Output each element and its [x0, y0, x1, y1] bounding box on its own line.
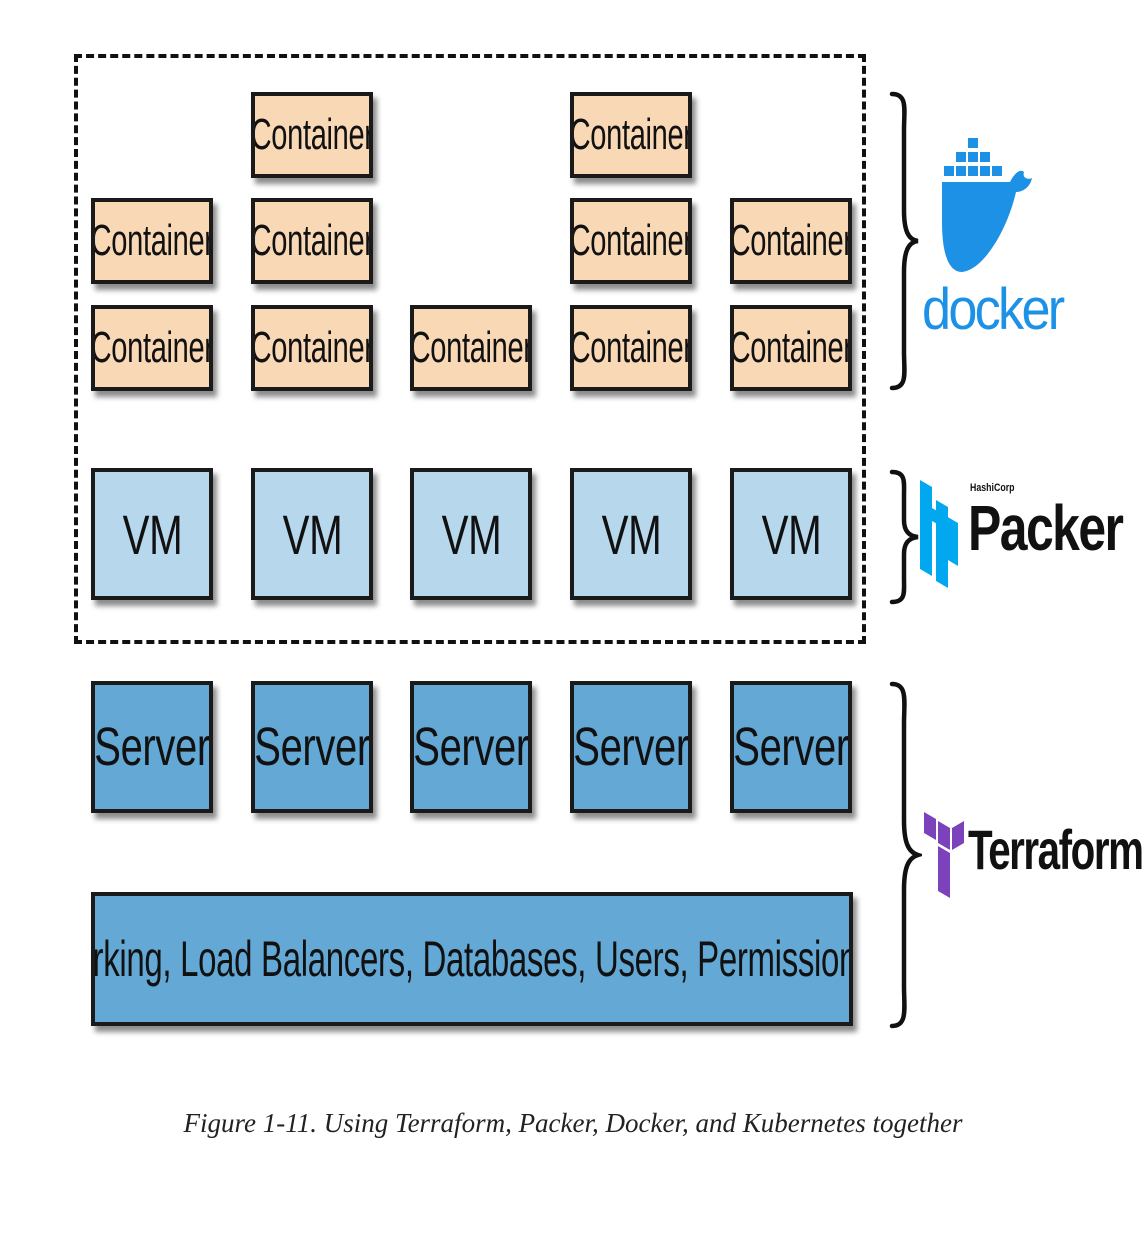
- docker-wordmark: docker: [922, 277, 1065, 342]
- container-label: Container: [570, 110, 692, 159]
- container-label: Container: [251, 216, 373, 265]
- server-box: Server: [251, 681, 373, 813]
- terraform-wordmark: Terraform: [968, 818, 1144, 881]
- container-label: Container: [570, 216, 692, 265]
- container-label: Container: [251, 323, 373, 372]
- vm-label: VM: [601, 502, 661, 566]
- kubernetes-dashed-boundary: [74, 54, 866, 644]
- container-box: Container: [730, 305, 852, 391]
- container-box: Container: [251, 92, 373, 178]
- server-box: Server: [730, 681, 852, 813]
- infrastructure-label: Networking, Load Balancers, Databases, U…: [92, 931, 849, 987]
- vm-box: VM: [91, 468, 213, 600]
- server-label: Server: [733, 717, 849, 777]
- vm-label: VM: [761, 502, 821, 566]
- container-label: Container: [251, 110, 373, 159]
- container-box: Container: [570, 92, 692, 178]
- container-box: Container: [570, 305, 692, 391]
- container-box: Container: [251, 198, 373, 284]
- container-label: Container: [91, 216, 213, 265]
- container-box: Container: [570, 198, 692, 284]
- vm-label: VM: [122, 502, 182, 566]
- container-label: Container: [570, 323, 692, 372]
- container-box: Container: [730, 198, 852, 284]
- server-label: Server: [573, 717, 689, 777]
- server-box: Server: [91, 681, 213, 813]
- vm-box: VM: [730, 468, 852, 600]
- packer-brace: [889, 469, 919, 605]
- packer-wordmark: Packer: [968, 492, 1124, 564]
- container-label: Container: [410, 323, 532, 372]
- container-label: Container: [730, 323, 852, 372]
- vm-label: VM: [441, 502, 501, 566]
- terraform-icon: [924, 812, 964, 898]
- vm-box: VM: [410, 468, 532, 600]
- container-box: Container: [410, 305, 532, 391]
- server-label: Server: [254, 717, 370, 777]
- vm-label: VM: [282, 502, 342, 566]
- packer-icon: [920, 480, 958, 588]
- container-label: Container: [91, 323, 213, 372]
- container-box: Container: [91, 198, 213, 284]
- server-box: Server: [570, 681, 692, 813]
- container-box: Container: [251, 305, 373, 391]
- vm-box: VM: [251, 468, 373, 600]
- packer-vendor-label: HashiCorp: [970, 482, 1015, 494]
- server-box: Server: [410, 681, 532, 813]
- docker-brace: [889, 91, 919, 391]
- server-label: Server: [413, 717, 529, 777]
- terraform-brace: [889, 681, 922, 1029]
- figure-caption: Figure 1-11. Using Terraform, Packer, Do…: [183, 1108, 963, 1138]
- container-label: Container: [730, 216, 852, 265]
- infrastructure-bar: Networking, Load Balancers, Databases, U…: [91, 892, 853, 1026]
- container-box: Container: [91, 305, 213, 391]
- server-label: Server: [94, 717, 210, 777]
- vm-box: VM: [570, 468, 692, 600]
- docker-whale-icon: [942, 138, 1032, 272]
